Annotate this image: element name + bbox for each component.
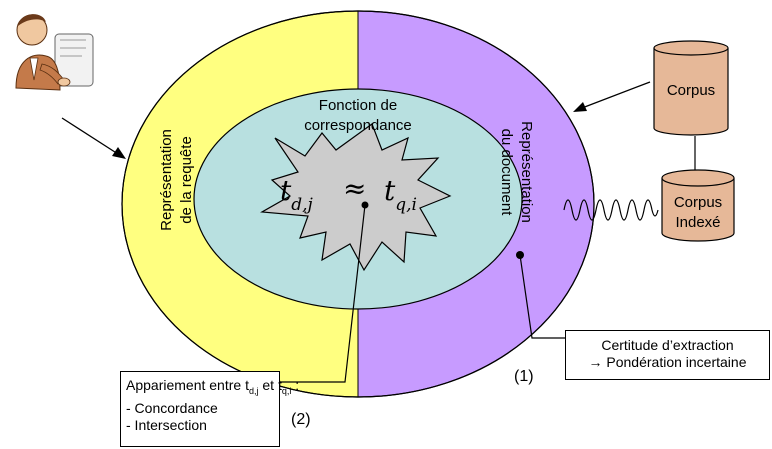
corpus-indexed-line1: Corpus (674, 194, 722, 211)
formula-right: tq,i (384, 174, 417, 215)
extraction-certainty-line2: → Pondération incertaine (588, 354, 747, 370)
matching-box-line1: Appariement entre td,j et tq,i : (126, 377, 300, 396)
document-representation-label: Représentation du document (498, 121, 535, 223)
query-representation-label: Représentation de la requête (158, 129, 195, 231)
svg-text:Représentation: Représentation (158, 129, 175, 231)
wave-connector (563, 199, 659, 221)
center-title-line1: Fonction de (319, 97, 397, 114)
matching-box-line3: - Intersection (126, 416, 207, 433)
corpus-cylinder: Corpus (653, 40, 729, 136)
corpus-label: Corpus (667, 82, 715, 99)
matching-box-line2: - Concordance (126, 399, 218, 416)
svg-text:Représentation: Représentation (518, 121, 535, 223)
extraction-certainty-line1: Certitude d’extraction (601, 337, 734, 353)
formula-operator: ≈ (343, 172, 366, 205)
user-person-icon (15, 14, 94, 91)
label-number-1: (1) (514, 368, 534, 385)
svg-text:de la requête: de la requête (178, 136, 195, 224)
label-number-2: (2) (291, 411, 311, 428)
extraction-certainty-box: Certitude d’extraction → Pondération inc… (565, 330, 770, 380)
svg-text:du document: du document (498, 129, 515, 217)
burst-shape (260, 123, 452, 272)
corpus-indexed-cylinder: Corpus Indexé (661, 169, 735, 242)
center-title-line2: correspondance (304, 117, 412, 134)
matching-box: Appariement entre td,j et tq,i : - Conco… (120, 371, 300, 447)
formula-left: td,j (280, 174, 314, 215)
corpus-indexed-line2: Indexé (675, 214, 720, 231)
